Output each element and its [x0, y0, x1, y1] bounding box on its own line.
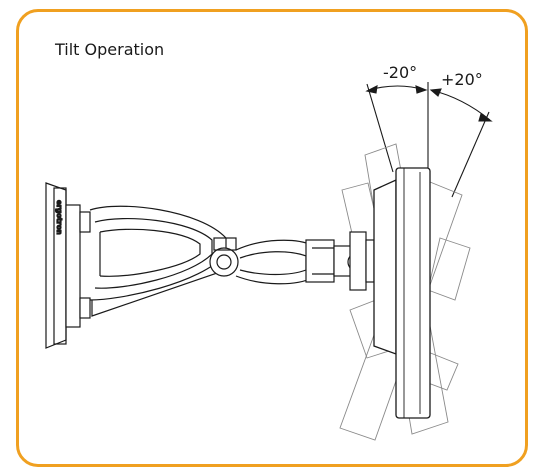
tilt-negative-label: -20° — [383, 63, 418, 82]
tilt-positive-label: +20° — [441, 70, 483, 89]
diagram-title: Tilt Operation — [55, 40, 165, 59]
plus-arc-arrowhead-right — [478, 113, 493, 122]
plus-tilt-reference-line — [451, 111, 490, 198]
plus-arc-arrowhead-left — [429, 88, 442, 97]
minus-arc-arrowhead-right — [415, 85, 428, 94]
diagram-frame — [16, 9, 528, 467]
minus-arc-arrowhead-left — [365, 85, 378, 94]
arm-upper-link — [89, 205, 227, 317]
wall-plate-brand-text: ergotron — [55, 200, 63, 235]
tilt-head — [333, 231, 375, 291]
angle-reference-lines — [365, 82, 493, 198]
wall-plate: ergotron — [45, 182, 91, 349]
arm-lower-link — [235, 239, 335, 285]
minus-tilt-reference-line — [366, 83, 394, 173]
arm-elbow-joint — [209, 237, 239, 277]
monitor-upright — [373, 167, 431, 419]
